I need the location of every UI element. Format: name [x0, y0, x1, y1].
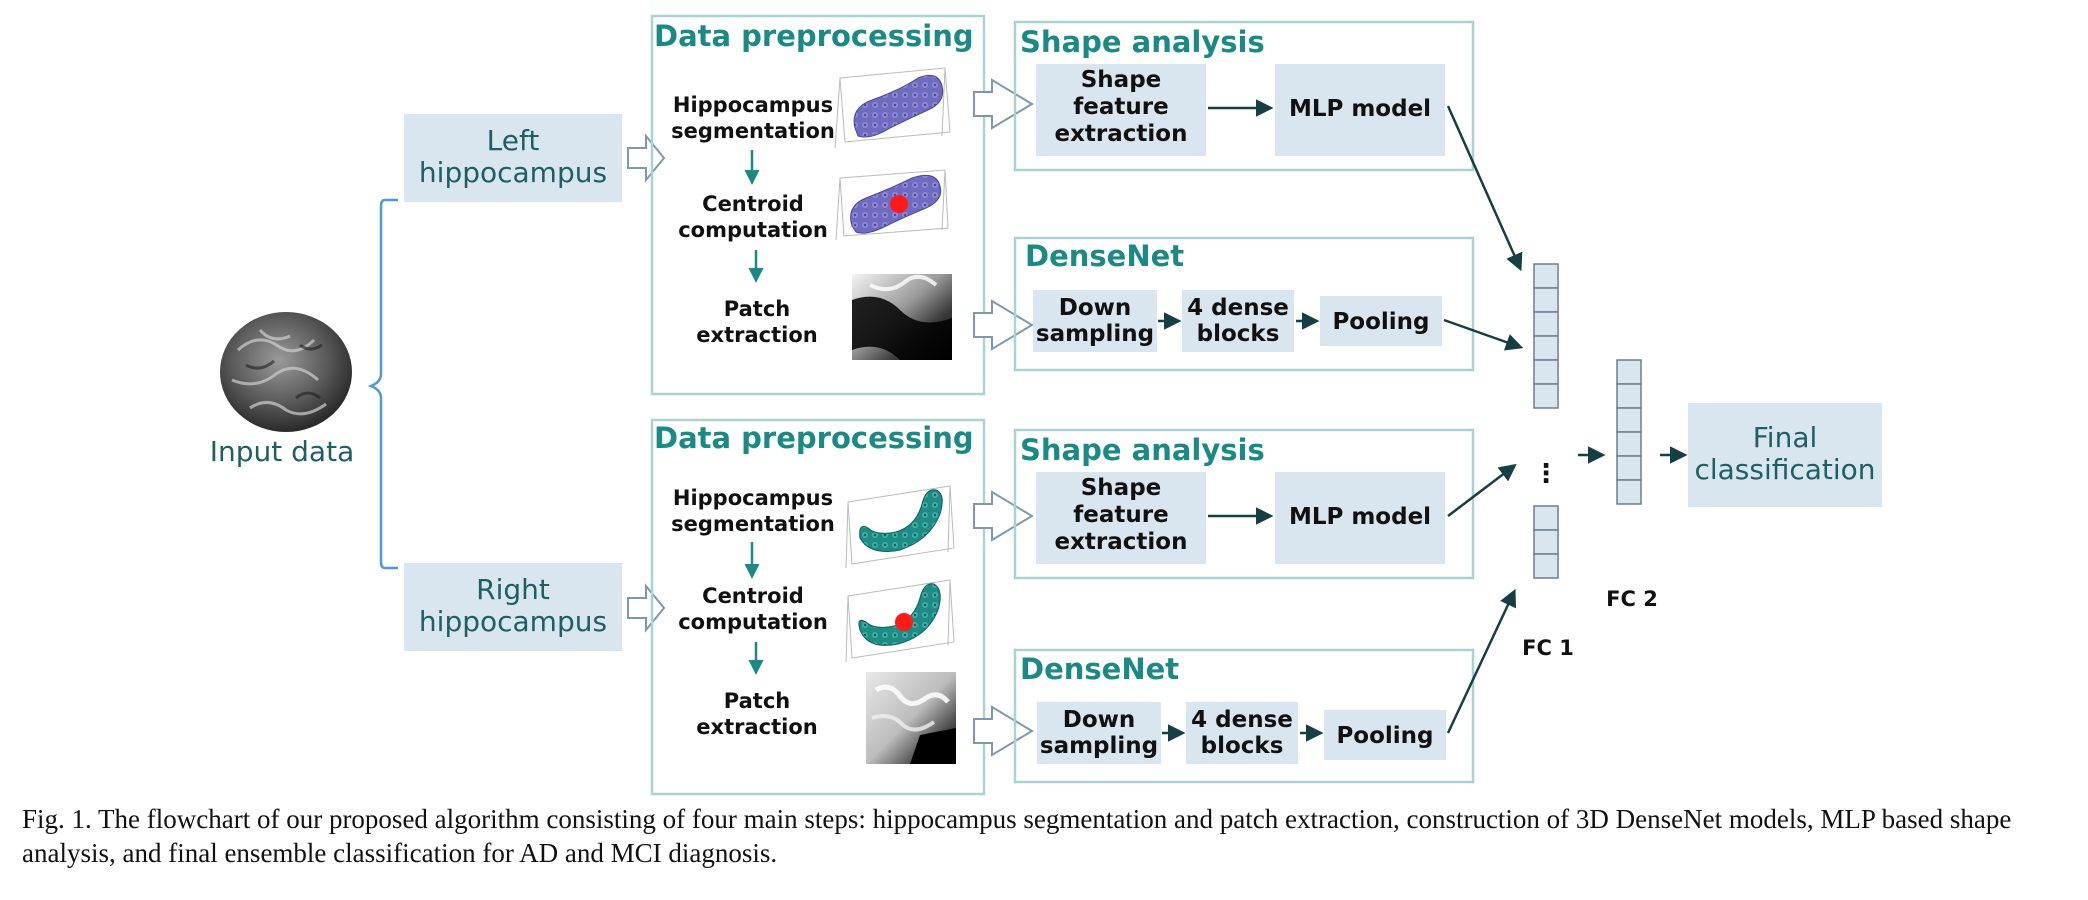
- left-segmentation-image: [834, 67, 951, 149]
- left-shape-feature-box: [1036, 64, 1206, 156]
- right-preprocessing-panel: [650, 418, 986, 796]
- fc1-cell: [1533, 311, 1559, 337]
- right-shape-feature-box: [1036, 472, 1206, 564]
- right-downsampling-box: [1037, 702, 1161, 764]
- right-preprocessing-title: Data preprocessing: [654, 421, 974, 455]
- fc1-ellipsis: ⋮: [1533, 459, 1559, 489]
- right-pooling-label: Pooling: [1336, 723, 1433, 749]
- left-patch-image: [852, 274, 952, 360]
- fc2-cell: [1616, 383, 1642, 409]
- left-mlp-label: MLP model: [1289, 96, 1431, 122]
- fc1-label: FC 1: [1522, 636, 1574, 660]
- fc1-cell: [1533, 505, 1559, 531]
- left-centroid-image: [835, 169, 949, 241]
- arrow-left-pool-to-fc1: [1443, 318, 1524, 351]
- right-shape-title: Shape analysis: [1020, 433, 1265, 467]
- arrow-left-to-preprocessing: [627, 133, 666, 183]
- arrow-left-to-shape: [973, 78, 1034, 130]
- right-shape-panel: [1013, 428, 1475, 580]
- right-centroid-marker: [895, 613, 913, 631]
- left-mlp-box: [1275, 64, 1445, 156]
- fc1-cell: [1533, 553, 1559, 579]
- fc1-cell: [1533, 287, 1559, 313]
- right-centroid-image: [845, 579, 955, 663]
- fc1-cell: [1533, 529, 1559, 555]
- split-brace: [367, 198, 398, 570]
- fc1-vector: ⋮: [1533, 263, 1559, 579]
- right-mlp-box: [1275, 472, 1445, 564]
- right-patch-image: [866, 672, 956, 764]
- left-centroid-marker: [890, 195, 908, 213]
- fc1-cell: [1533, 383, 1559, 409]
- right-densenet-title: DenseNet: [1020, 652, 1179, 686]
- right-mlp-label: MLP model: [1289, 504, 1431, 530]
- left-shape-title: Shape analysis: [1020, 25, 1265, 59]
- input-brain-image: [220, 312, 352, 432]
- fc1-cell: [1533, 263, 1559, 289]
- fc1-cell: [1533, 359, 1559, 385]
- arrow-right-pool-to-fc1: [1446, 588, 1516, 734]
- arrow-left-mlp-to-fc1: [1446, 105, 1523, 272]
- figure-caption: Fig. 1. The flowchart of our proposed al…: [22, 804, 2012, 868]
- arrow-right-to-shape: [973, 490, 1034, 542]
- right-segmentation-image: [845, 485, 955, 569]
- fc2-cell: [1616, 431, 1642, 457]
- left-preprocessing-title: Data preprocessing: [654, 19, 974, 53]
- left-hippocampus-box: [404, 114, 622, 202]
- arrow-right-to-densenet: [973, 705, 1034, 757]
- left-preprocessing-panel: [650, 14, 986, 396]
- fc1-cell: [1533, 335, 1559, 361]
- fc2-cell: [1616, 455, 1642, 481]
- left-densenet-title: DenseNet: [1025, 239, 1184, 273]
- final-classification-box: [1688, 403, 1882, 507]
- fc2-cell: [1616, 407, 1642, 433]
- input-data-label: Input data: [210, 435, 354, 468]
- right-pooling-box: [1324, 710, 1446, 760]
- left-pooling-label: Pooling: [1332, 309, 1429, 335]
- arrow-left-to-densenet: [973, 299, 1034, 351]
- fc2-label: FC 2: [1606, 587, 1658, 611]
- fc2-cell: [1616, 479, 1642, 505]
- left-densenet-panel: [1013, 236, 1475, 372]
- right-densenet-panel: [1013, 648, 1475, 784]
- right-dense-blocks-box: [1186, 702, 1298, 764]
- right-hippocampus-box: [404, 563, 622, 651]
- fc2-vector: [1616, 359, 1642, 505]
- left-dense-blocks-box: [1182, 290, 1294, 352]
- fc2-cell: [1616, 359, 1642, 385]
- arrow-right-to-preprocessing: [627, 583, 666, 633]
- left-shape-panel: [1013, 20, 1475, 172]
- arrow-right-mlp-to-fc1: [1447, 463, 1517, 517]
- left-downsampling-box: [1033, 290, 1157, 352]
- left-pooling-box: [1320, 296, 1442, 346]
